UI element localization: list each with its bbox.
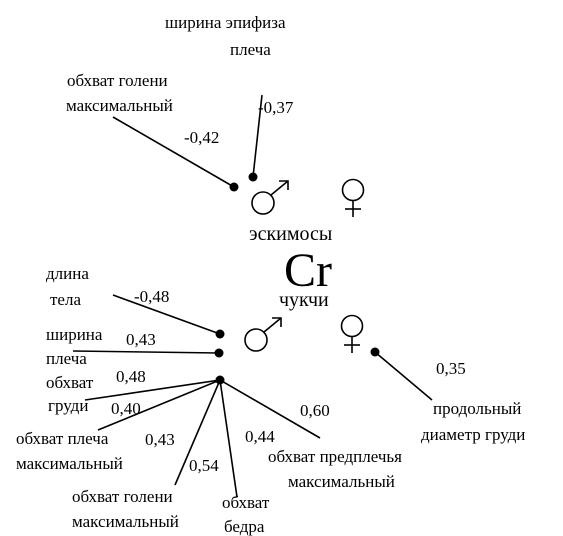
value-shin-chukchi-a: 0,43	[145, 430, 175, 449]
trait-shoulder-width-line2: плеча	[46, 349, 87, 368]
line-chest-diameter	[374, 351, 433, 401]
value-forearm-extra: 0,60	[300, 401, 330, 420]
value-thigh: 0,54	[189, 456, 219, 475]
value-chest-girth: 0,48	[116, 367, 146, 386]
line-shin-eskimo	[112, 116, 235, 188]
line-shin-chukchi	[174, 379, 221, 486]
value-shoulder-width: 0,43	[126, 330, 156, 349]
dot-epiphysis	[248, 172, 258, 182]
male-symbol-eskimo	[251, 180, 289, 215]
trait-shoulder-girth-line2: максимальный	[16, 454, 123, 473]
trait-thigh-line2: бедра	[224, 517, 265, 536]
trait-shin-chukchi-line2: максимальный	[72, 512, 179, 531]
trait-body-length-line2: тела	[50, 290, 81, 309]
line-thigh	[219, 379, 238, 498]
trait-chest-girth-line2: груди	[48, 396, 88, 415]
trait-chest-diameter-line2: диаметр груди	[421, 425, 525, 444]
value-body-length: -0,48	[134, 287, 169, 306]
trait-epiphysis-line1: ширина эпифиза	[165, 13, 286, 32]
trait-forearm-line1: обхват предплечья	[268, 447, 402, 466]
trait-chest-girth-line1: обхват	[46, 373, 94, 392]
line-body-length	[112, 294, 221, 335]
dot-body-length	[215, 329, 225, 339]
trait-shin-eskimo-line1: обхват голени	[67, 71, 168, 90]
line-chest-girth	[84, 379, 221, 401]
value-chest-diameter: 0,35	[436, 359, 466, 378]
trait-chest-diameter-line1: продольный	[433, 399, 521, 418]
value-shin-eskimo: -0,42	[184, 128, 219, 147]
trait-epiphysis-line2: плеча	[230, 40, 271, 59]
female-symbol-eskimo	[341, 178, 365, 217]
trait-shin-eskimo-line2: максимальный	[66, 96, 173, 115]
connector-lines	[72, 94, 433, 498]
female-symbol-chukchi	[340, 314, 364, 353]
value-shoulder-girth: 0,40	[111, 399, 141, 418]
group-label-chukchi: чукчи	[279, 289, 329, 311]
endpoint-dots	[214, 172, 380, 385]
dot-shoulder-width	[214, 348, 224, 358]
value-forearm: 0,44	[245, 427, 275, 446]
line-shoulder-width	[72, 350, 220, 354]
dot-chest-diameter	[370, 347, 380, 357]
male-symbol-chukchi	[244, 317, 282, 352]
center-label: Cr	[284, 244, 332, 297]
trait-body-length-line1: длина	[46, 264, 89, 283]
trait-shoulder-width-line1: ширина	[46, 325, 103, 344]
line-shoulder-girth	[97, 379, 221, 431]
trait-shin-chukchi-line1: обхват голени	[72, 487, 173, 506]
trait-shoulder-girth-line1: обхват плеча	[16, 429, 109, 448]
trait-thigh-line1: обхват	[222, 493, 270, 512]
line-forearm	[219, 379, 321, 439]
line-epiphysis	[252, 94, 263, 178]
dot-shin-eskimo	[229, 182, 239, 192]
dot-chukchi-hub	[215, 375, 225, 385]
group-label-eskimo: эскимосы	[249, 223, 332, 245]
value-epiphysis: -0,37	[258, 98, 294, 117]
trait-forearm-line2: максимальный	[288, 472, 395, 491]
